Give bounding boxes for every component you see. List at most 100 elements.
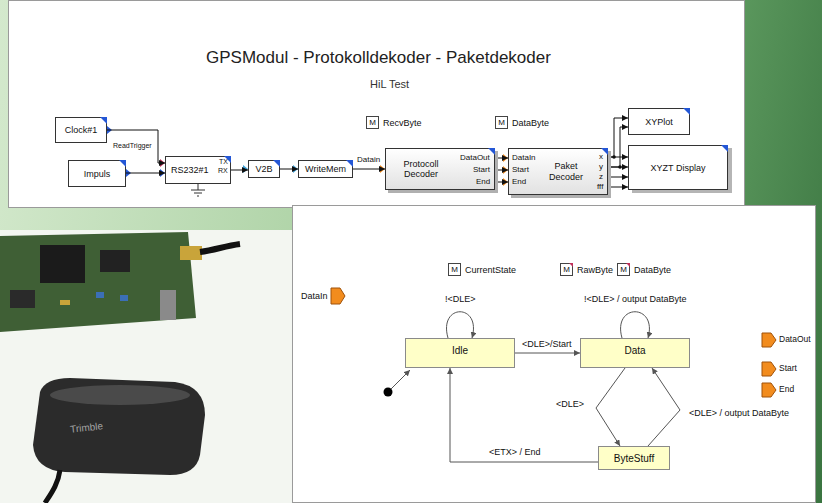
- transition-label: <DLE> / output DataByte: [688, 408, 790, 418]
- pin-label: RX: [218, 167, 228, 175]
- ground-symbol: [198, 184, 199, 190]
- variable-name: CurrentState: [465, 265, 516, 275]
- variable-icon: M: [366, 116, 379, 129]
- puck-highlight: [50, 385, 190, 405]
- pin-label: z: [599, 172, 603, 181]
- box-label: Impuls: [84, 169, 111, 179]
- port-label: DataIn: [301, 291, 328, 301]
- chip: [10, 290, 35, 308]
- pin-label: End: [512, 177, 526, 186]
- pin-label: DataOut: [460, 153, 490, 162]
- variable-name: DataByte: [512, 118, 549, 128]
- box-label: XYPlot: [645, 117, 673, 127]
- pin-label: DataIn: [512, 153, 536, 162]
- signal-wire: [608, 127, 628, 167]
- transition-arrow: [621, 312, 650, 338]
- pin-label: y: [599, 162, 603, 171]
- transition-arrow: [515, 353, 580, 354]
- antenna-puck: [33, 378, 205, 475]
- function-block: Impuls: [68, 160, 126, 187]
- chip: [40, 245, 85, 283]
- variable-marker: MDataByte: [617, 263, 671, 276]
- photo-ground: [0, 230, 292, 503]
- variable-icon: M: [448, 263, 461, 276]
- transition-label: <DLE>/Start: [521, 339, 573, 349]
- port-label: End: [779, 385, 794, 395]
- box-label: WriteMem: [305, 164, 346, 174]
- function-block: V2B: [248, 160, 280, 178]
- subtitle: HiL Test: [370, 78, 409, 91]
- cable: [45, 470, 60, 503]
- signal-wire: [126, 173, 165, 174]
- state-box: Data: [580, 338, 690, 368]
- box-label: Clock#1: [65, 125, 98, 135]
- signal-wire: [608, 157, 628, 158]
- transition-arrow: [648, 368, 680, 446]
- signal-wire: [231, 170, 248, 171]
- circuit-board: [0, 232, 196, 332]
- transition-arrow: [447, 312, 474, 338]
- box-label: Data: [624, 345, 645, 356]
- transition-label: <DLE>: [555, 399, 585, 409]
- box-label: Idle: [452, 345, 468, 356]
- state-box: ByteStuff: [598, 446, 670, 470]
- box-label: RS232#1: [171, 165, 209, 175]
- variable-marker: M RawByte: [560, 263, 613, 276]
- input-port: [331, 288, 345, 304]
- port-label: Start: [779, 364, 797, 374]
- chip: [100, 250, 130, 272]
- variable-marker: M DataByte: [495, 116, 549, 129]
- output-port: [762, 383, 776, 397]
- cable: [200, 244, 240, 252]
- transition-label: !<DLE>: [444, 294, 477, 304]
- transition-label: !<DLE> / output DataByte: [583, 294, 688, 304]
- box-label: Paket Decoder: [543, 161, 589, 182]
- signal-wire: [608, 118, 628, 157]
- signal-wire: [280, 169, 298, 170]
- port-label: DataOut: [779, 335, 811, 345]
- ground-symbol: [191, 190, 205, 191]
- state-panel: [292, 205, 816, 503]
- output-port: [762, 333, 776, 347]
- signal-wire: [495, 170, 508, 171]
- connector: [180, 246, 202, 260]
- variable-icon: M: [495, 116, 508, 129]
- display-block: XYZT Display: [628, 145, 728, 190]
- box-label: XYZT Display: [651, 163, 706, 173]
- transition-arrow: [596, 368, 625, 446]
- signal-wire: [495, 158, 508, 159]
- variable-icon: M: [617, 263, 630, 276]
- variable-name: RecvByte: [383, 118, 422, 128]
- output-port: [762, 362, 776, 376]
- pin-label: Start: [473, 165, 490, 174]
- pin-label: End: [476, 177, 490, 186]
- variable-icon: M: [560, 263, 573, 276]
- display-block: XYPlot: [628, 108, 690, 135]
- pin-label: TX: [219, 158, 228, 166]
- transition-label: <ETX> / End: [488, 447, 542, 457]
- box-label: ByteStuff: [614, 453, 654, 464]
- component: [60, 300, 70, 305]
- ground-symbol: [194, 193, 202, 194]
- signal-label: ReadTrigger: [112, 142, 153, 150]
- component: [96, 292, 104, 298]
- state-box: Idle: [405, 338, 515, 368]
- signal-wire: [353, 169, 385, 170]
- signal-wire: [608, 177, 628, 178]
- variable-marker: M CurrentState: [448, 263, 516, 276]
- function-block: Clock#1: [55, 117, 107, 143]
- variable-name: RawByte: [577, 265, 613, 275]
- transition-arrow: [450, 368, 598, 462]
- signal-label: Datain: [356, 155, 381, 164]
- signal-wire: [608, 167, 628, 168]
- box-label: V2B: [255, 164, 272, 174]
- signal-wire: [608, 187, 628, 188]
- signal-wire: [107, 130, 165, 163]
- diagram-title: GPSModul - Protokolldekoder - Paketdekod…: [206, 48, 551, 68]
- pin-label: Start: [512, 165, 529, 174]
- box-label: Protocoll Decoder: [392, 159, 450, 180]
- component: [120, 295, 128, 301]
- ground-symbol: [197, 196, 199, 197]
